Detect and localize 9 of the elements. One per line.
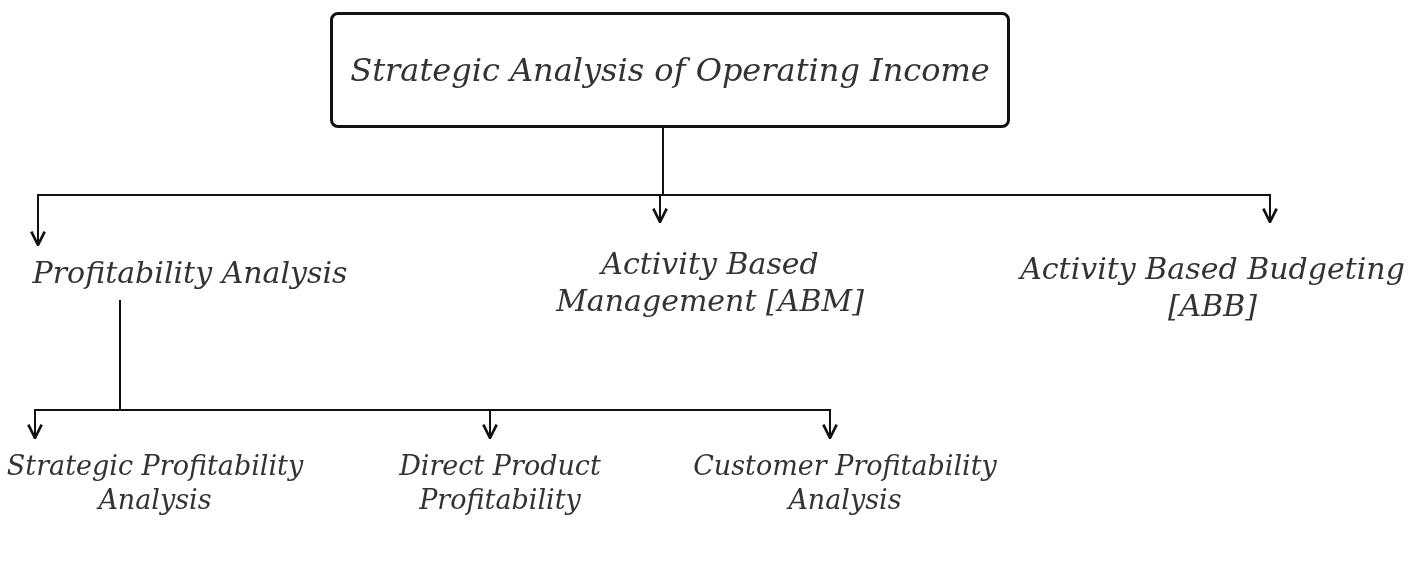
subcategory-label: Direct Product Profitability <box>398 449 602 517</box>
connector-arrow <box>662 127 1278 224</box>
category-label: Activity Based Budgeting [ABB] <box>1017 249 1406 325</box>
connector-arrow <box>119 299 838 440</box>
subcategory-label: Customer Profitability Analysis <box>692 449 998 517</box>
category-label: Profitability Analysis <box>32 253 348 292</box>
title-box: Strategic Analysis of Operating Income <box>330 12 1010 128</box>
category-label: Activity Based Management [ABM] <box>555 244 865 320</box>
subcategory-label: Strategic Profitability Analysis <box>5 449 305 517</box>
